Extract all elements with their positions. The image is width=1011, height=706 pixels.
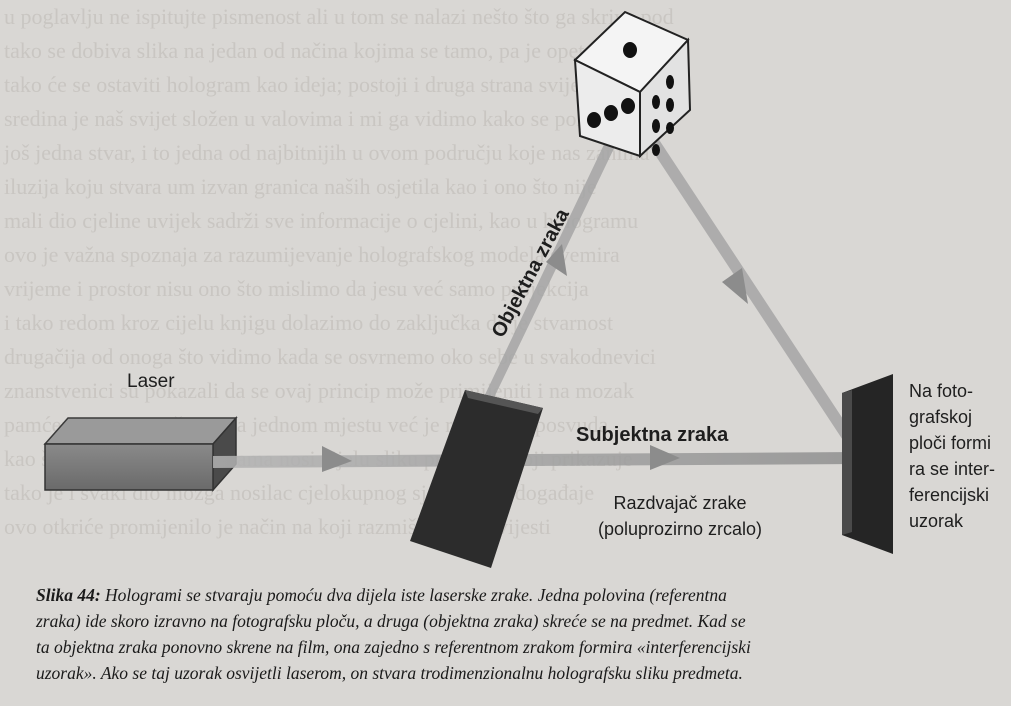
arrow-head-2	[650, 445, 680, 470]
laser-label: Laser	[127, 371, 175, 392]
plate-label-line3: ploči formi	[909, 433, 992, 453]
object-beam	[453, 126, 866, 462]
figure-caption: Slika 44: Hologrami se stvaraju pomoću d…	[36, 582, 996, 686]
beam-splitter-label: Razdvajač zrake (poluprozirno zrcalo)	[590, 490, 770, 542]
beam-splitter-mirror	[410, 390, 543, 568]
beam-splitter-label-line2: (poluprozirno zrcalo)	[597, 519, 763, 539]
photographic-plate-label: Na foto- grafskoj ploči formi ra se inte…	[909, 378, 1009, 534]
caption-line1: Slika 44: Hologrami se stvaraju pomoću d…	[36, 582, 996, 608]
caption-line2: zraka) ide skoro izravno na fotografsku …	[36, 611, 746, 631]
plate-label-line2: grafskoj	[909, 407, 973, 427]
plate-label-line6: uzorak	[909, 511, 964, 531]
plate-label-line1: Na foto-	[909, 381, 974, 401]
plate-label-line5: ferencijski	[909, 485, 990, 505]
photographic-plate	[842, 374, 893, 554]
plate-label-line4: ra se inter-	[909, 459, 996, 479]
caption-line4: uzorak». Ako se taj uzorak osvijetli las…	[36, 663, 743, 683]
caption-line3: ta objektna zraka ponovno skrene na film…	[36, 637, 751, 657]
subject-beam	[213, 445, 860, 472]
die-object	[573, 10, 692, 159]
figure-number: Slika 44:	[36, 585, 101, 605]
beam-splitter-label-line1: Razdvajač zrake	[613, 493, 747, 513]
laser-box	[43, 416, 238, 492]
caption-line1-text: Hologrami se stvaraju pomoću dva dijela …	[100, 585, 727, 605]
subject-beam-label: Subjektna zraka	[576, 424, 729, 446]
arrow-head-1	[322, 446, 352, 472]
